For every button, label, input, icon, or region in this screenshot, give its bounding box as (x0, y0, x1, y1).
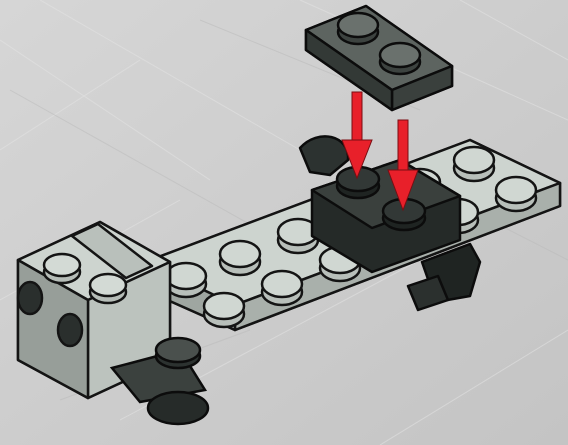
brick-stud (44, 254, 80, 283)
plate-stud-dark (338, 13, 378, 44)
brick-stud (90, 274, 126, 303)
stud (204, 293, 244, 327)
plate-stud-dark (380, 43, 420, 74)
side-stud (58, 314, 82, 346)
side-stud (18, 282, 42, 314)
stud (220, 241, 260, 275)
stud (166, 263, 206, 297)
stud (496, 177, 536, 211)
stud (454, 147, 494, 181)
stud (262, 271, 302, 305)
